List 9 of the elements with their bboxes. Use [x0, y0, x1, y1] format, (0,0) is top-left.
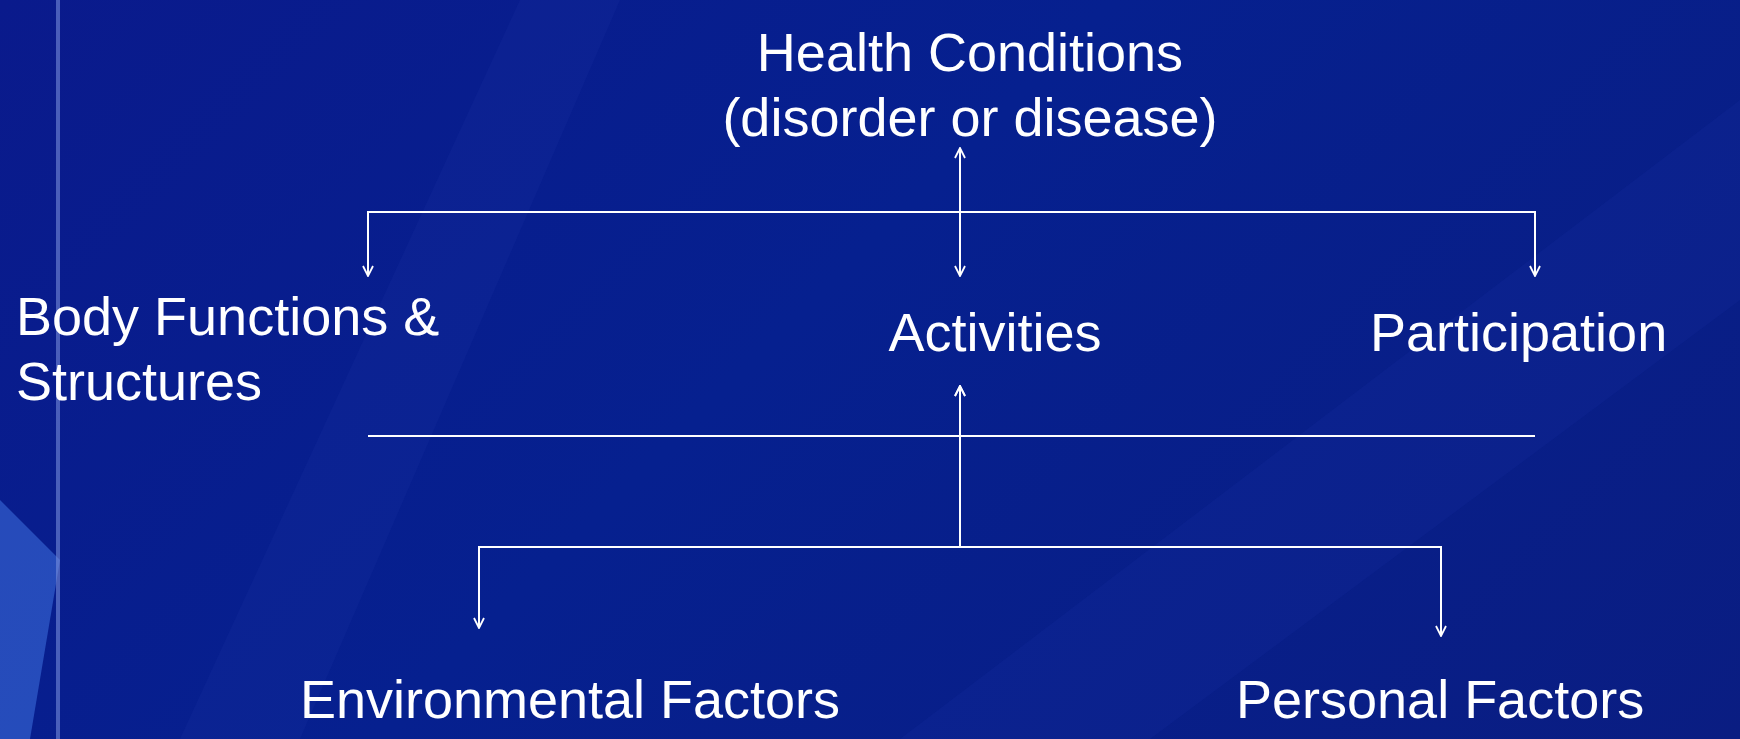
node-label: Personal Factors [1236, 668, 1645, 732]
connector-arrow [954, 385, 1447, 637]
node-label: Participation [1370, 301, 1668, 364]
connector-arrow [959, 147, 1541, 277]
connector-arrow [954, 147, 966, 277]
node-label: Health Conditions (disorder or disease) [721, 21, 1219, 149]
node-label: Activities [888, 301, 1102, 364]
node-label: Environmental Factors [299, 668, 841, 732]
node-label: Body Functions & Structures [16, 285, 441, 413]
